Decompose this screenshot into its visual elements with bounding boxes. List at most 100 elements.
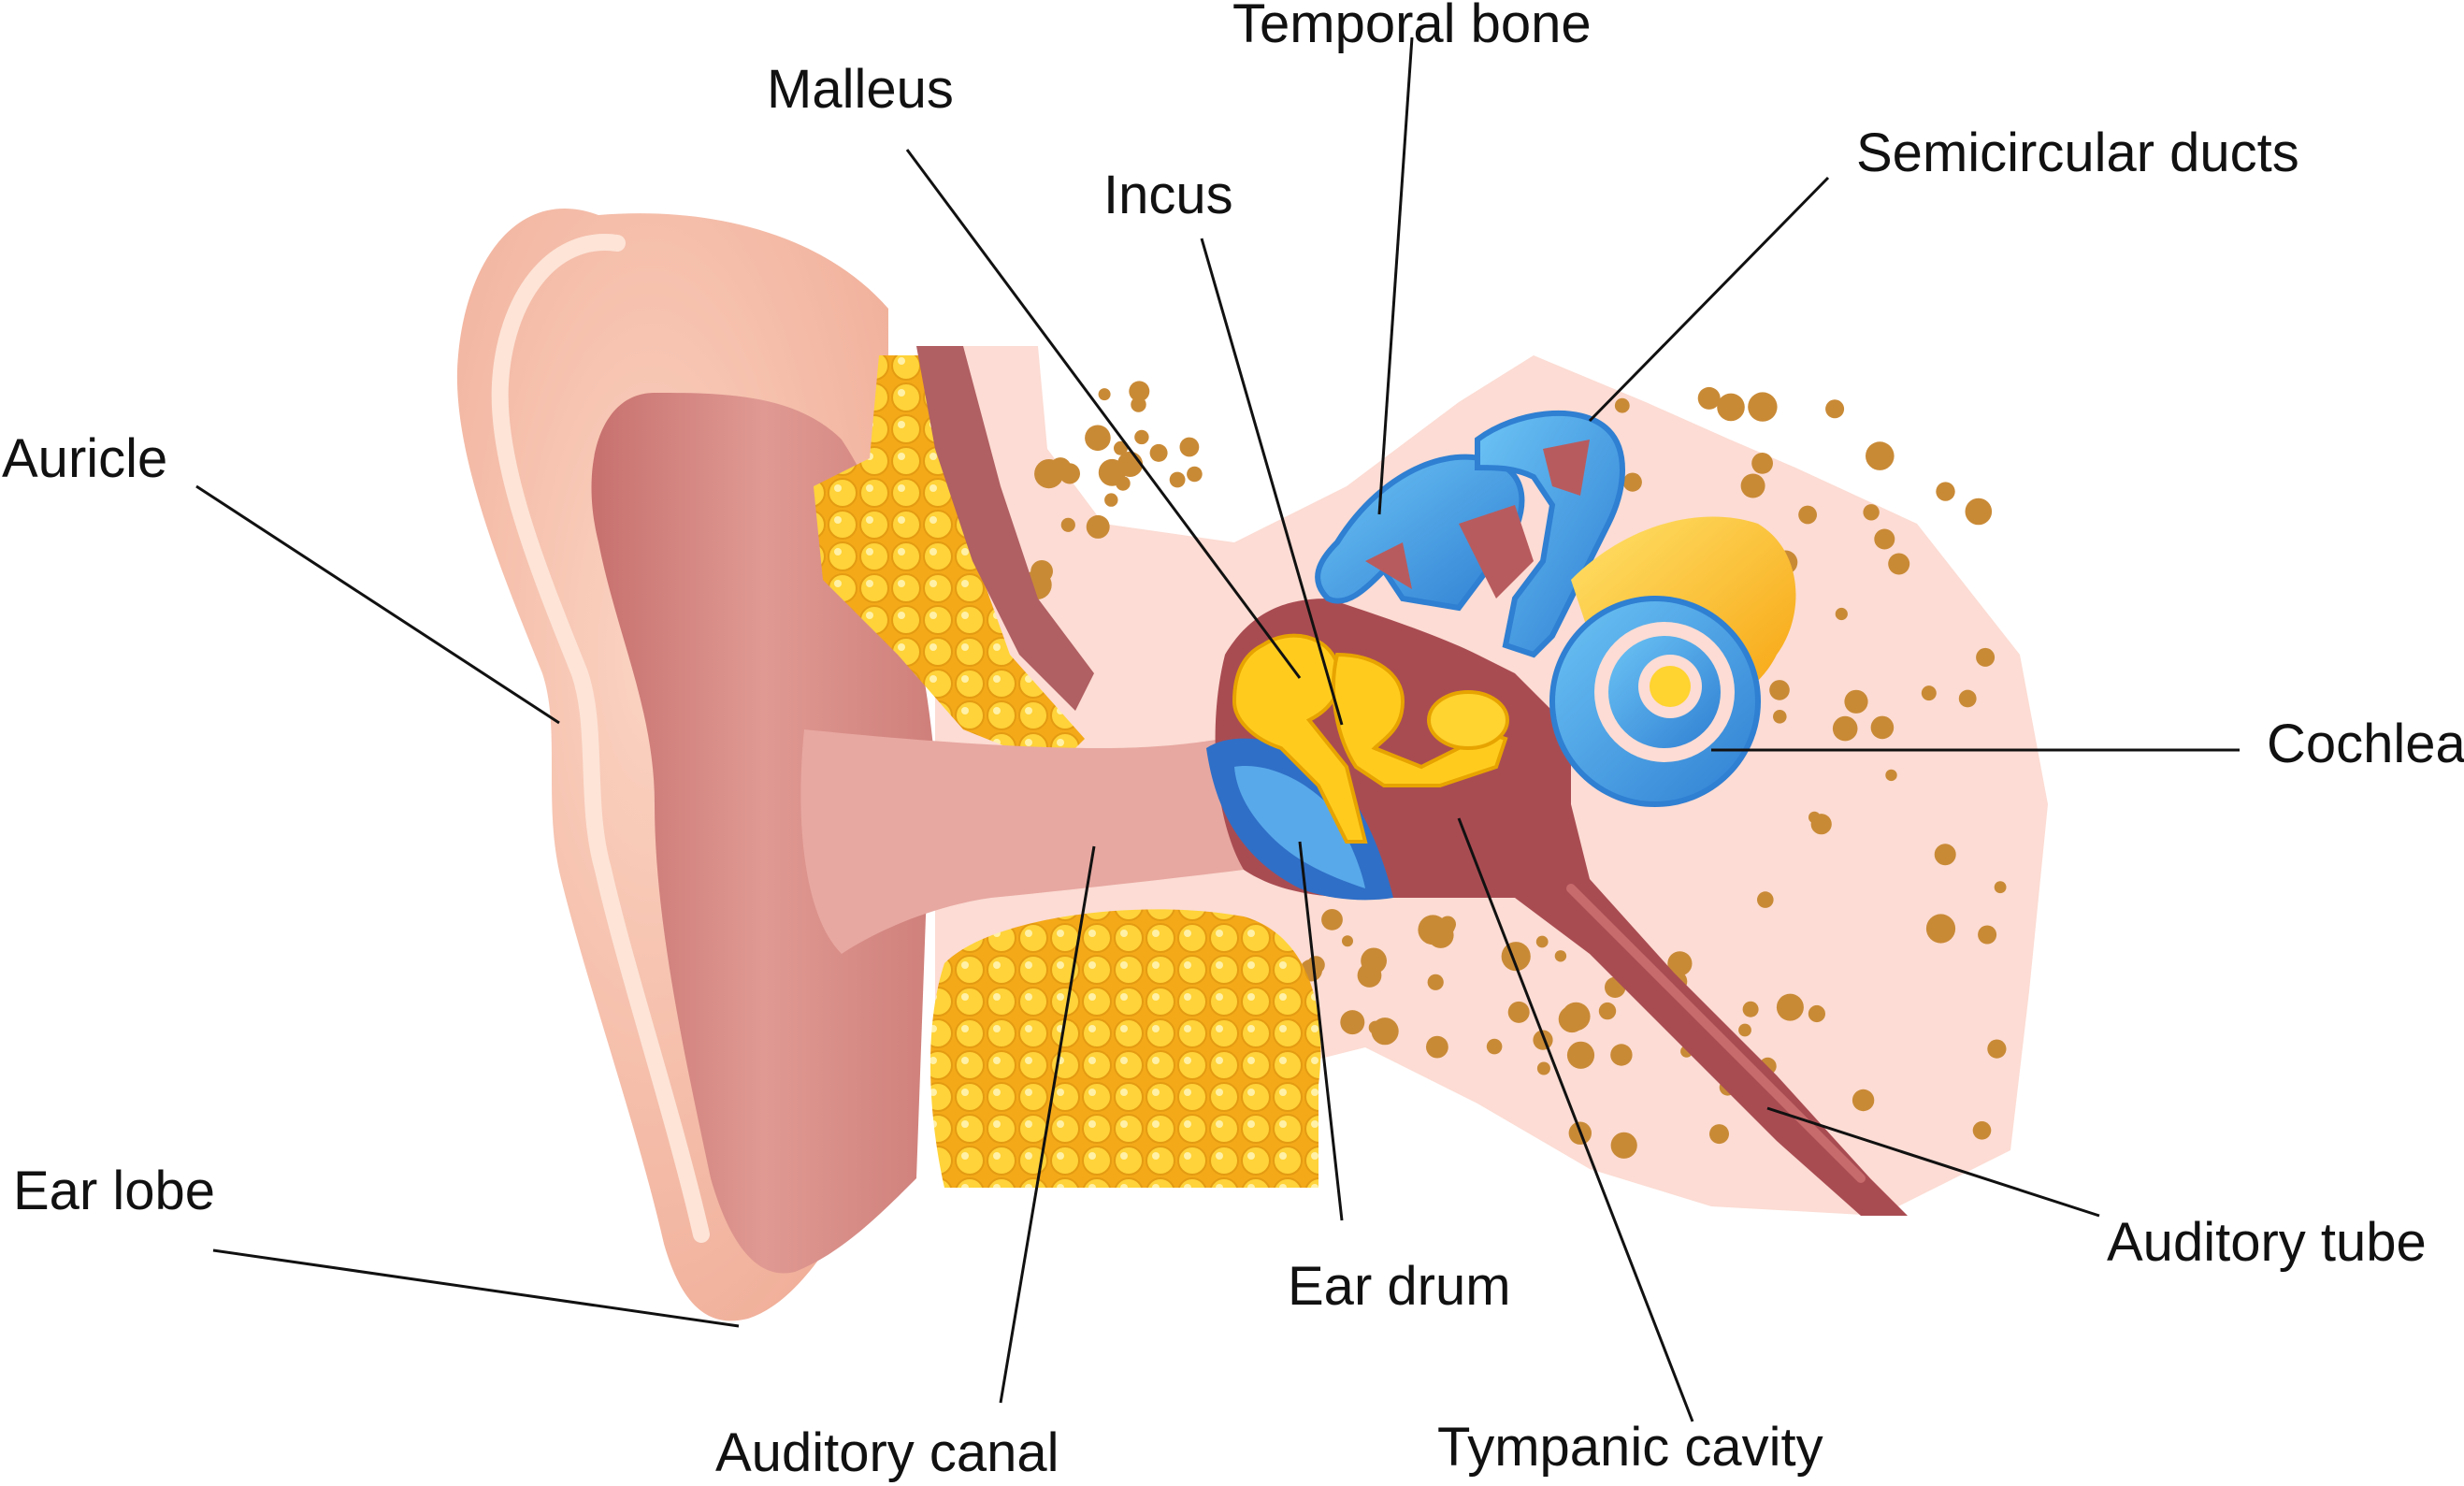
bone-speck — [1085, 425, 1111, 452]
label-ear-lobe: Ear lobe — [13, 1161, 215, 1221]
bone-speck — [1049, 457, 1072, 480]
bone-speck — [1436, 916, 1456, 935]
incus-shape — [1332, 652, 1508, 787]
bone-speck — [1870, 715, 1895, 740]
label-cochlea: Cochlea — [2267, 714, 2464, 774]
bone-speck — [1098, 388, 1111, 401]
bone-speck — [1742, 1001, 1759, 1017]
bone-speck — [1371, 1017, 1399, 1046]
bone-speck — [1769, 680, 1790, 700]
bone-speck — [1773, 710, 1787, 724]
bone-speck — [1972, 1121, 1992, 1140]
bone-speck — [1622, 472, 1642, 492]
bone-speck — [1614, 397, 1630, 413]
label-tympanic-cavity: Tympanic cavity — [1437, 1417, 1823, 1478]
bone-speck — [1751, 453, 1773, 474]
bone-speck — [1426, 1035, 1448, 1059]
bone-speck — [1598, 1002, 1617, 1020]
leader-incus — [1200, 238, 1344, 726]
bone-speck — [1169, 471, 1186, 488]
bone-speck — [1321, 909, 1343, 931]
bone-speck — [1179, 437, 1200, 457]
bone-speck — [1697, 386, 1721, 410]
bone-speck — [1086, 514, 1110, 539]
leader-auditory-tube — [1766, 1106, 2100, 1218]
bone-speck — [1738, 1023, 1751, 1037]
bone-speck — [1060, 517, 1075, 532]
bone-speck — [1866, 441, 1895, 470]
bone-speck — [1104, 493, 1118, 507]
auditory-tube-highlight — [1566, 884, 1866, 1183]
label-incus: Incus — [1103, 165, 1233, 225]
bone-speck — [1888, 553, 1910, 575]
label-auricle: Auricle — [2, 428, 167, 489]
leader-semicircular-ducts — [1588, 176, 1830, 423]
bone-speck — [1427, 974, 1444, 990]
bone-speck — [1033, 573, 1050, 590]
bone-speck — [1844, 689, 1868, 714]
label-ear-drum: Ear drum — [1288, 1256, 1511, 1317]
auricle-rim-highlight — [491, 234, 710, 1243]
leader-auricle — [195, 484, 560, 725]
bone-speck — [1554, 950, 1567, 962]
bone-speck — [1958, 689, 1977, 708]
label-auditory-canal: Auditory canal — [715, 1422, 1059, 1483]
bone-speck — [1832, 715, 1858, 742]
lower-fat-tissue — [930, 909, 1321, 1188]
cochlea-shape — [1549, 516, 1796, 807]
bone-speck — [1507, 1001, 1530, 1023]
bone-speck — [1798, 505, 1817, 525]
bone-speck — [1835, 607, 1848, 621]
bone-speck — [1361, 947, 1387, 974]
leader-malleus — [905, 149, 1302, 679]
bone-speck — [1129, 381, 1150, 402]
bone-speck — [1114, 440, 1128, 455]
bone-speck — [1667, 951, 1693, 976]
bone-speck — [1825, 399, 1845, 419]
label-malleus: Malleus — [767, 59, 954, 120]
semicircular-ducts-shape — [1315, 410, 1625, 658]
bone-speck — [1149, 443, 1168, 462]
bone-speck — [1717, 393, 1745, 422]
bone-speck — [1486, 1038, 1503, 1055]
bone-speck — [1340, 1010, 1365, 1035]
stapes-shape — [1427, 690, 1509, 750]
bone-speck — [1936, 482, 1955, 501]
bone-specks — [1022, 381, 2007, 1159]
label-temporal-bone: Temporal bone — [1232, 0, 1592, 54]
bone-speck — [1131, 397, 1146, 412]
bone-speck — [1852, 1089, 1875, 1112]
bone-speck — [1134, 429, 1149, 445]
bone-speck — [1987, 1039, 2007, 1059]
bone-speck — [1342, 935, 1353, 947]
bone-speck — [1874, 528, 1895, 550]
upper-fat-tissue — [814, 355, 1085, 767]
leader-auditory-canal — [999, 845, 1096, 1404]
bone-speck — [1885, 769, 1897, 782]
bone-speck — [1187, 466, 1203, 483]
bone-speck — [1740, 473, 1765, 498]
bone-speck — [1863, 504, 1880, 521]
bone-speck — [1748, 392, 1778, 422]
bone-speck — [1610, 1132, 1637, 1159]
bone-speck — [1971, 509, 1986, 524]
leader-ear-drum — [1298, 841, 1344, 1221]
leader-lines — [195, 36, 2240, 1422]
leader-temporal-bone — [1377, 36, 1414, 515]
auditory-canal-shape — [800, 729, 1244, 954]
bone-speck — [1566, 1041, 1595, 1069]
upper-muscle-band — [916, 346, 1094, 711]
concha-shape — [591, 393, 935, 1274]
bone-speck — [1536, 1061, 1550, 1075]
bone-speck — [1921, 685, 1937, 701]
bone-speck — [1925, 914, 1956, 944]
label-semicircular-ducts: Semicircular ducts — [1856, 123, 2299, 183]
bone-speck — [1976, 647, 1996, 667]
bone-speck — [1098, 458, 1126, 486]
bone-speck — [1978, 925, 1997, 945]
bone-speck — [1709, 1124, 1729, 1145]
ear-drum-highlight — [1234, 766, 1365, 888]
label-auditory-tube: Auditory tube — [2107, 1212, 2427, 1273]
bone-speck — [1808, 811, 1821, 824]
